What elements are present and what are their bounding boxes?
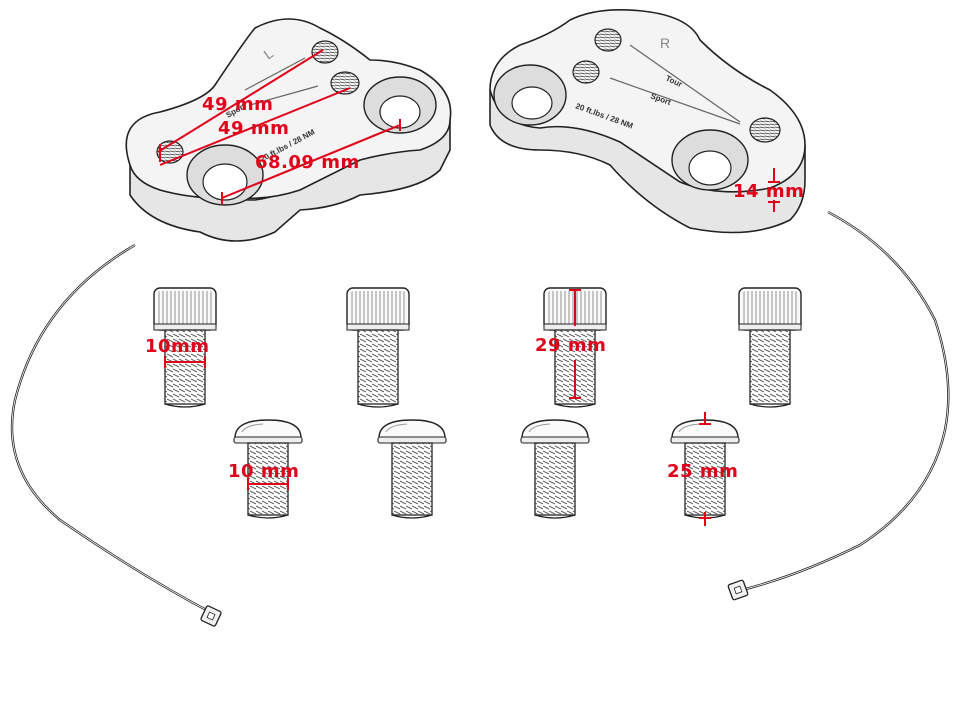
socket-diameter-marker [164,356,206,368]
dim-line-hole-spacing [221,124,401,199]
dim-label-plate-thickness: 14 mm [733,181,804,202]
right-side-letter: R [660,35,670,51]
socket-bolt-4 [738,287,802,408]
dim-label-slot-b: 49 mm [218,118,289,139]
dim-line-slot-a [157,49,324,153]
dim-label-socket-length: 29 mm [535,335,606,356]
dim-label-button-diameter: 10 mm [228,461,299,482]
socket-length-marker [569,289,581,399]
zip-tie-left [10,243,222,627]
left-plate: L Sport 20 ft.lbs / 28 NM [125,18,452,242]
dim-label-hole-spacing: 68.09 mm [255,152,360,173]
dim-label-button-length: 25 mm [667,461,738,482]
button-bolt-3 [520,419,590,519]
dim-label-socket-diameter: 10mm [145,336,210,357]
socket-bolt-2 [346,287,410,408]
button-diameter-marker [247,478,289,490]
dim-line-slot-b [159,87,351,166]
button-length-marker [699,412,711,526]
zip-tie-right [727,210,950,601]
dim-label-slot-a: 49 mm [202,94,273,115]
right-plate: R Tour Sport 20 ft.lbs / 28 NM [489,8,806,234]
button-bolt-2 [377,419,447,519]
